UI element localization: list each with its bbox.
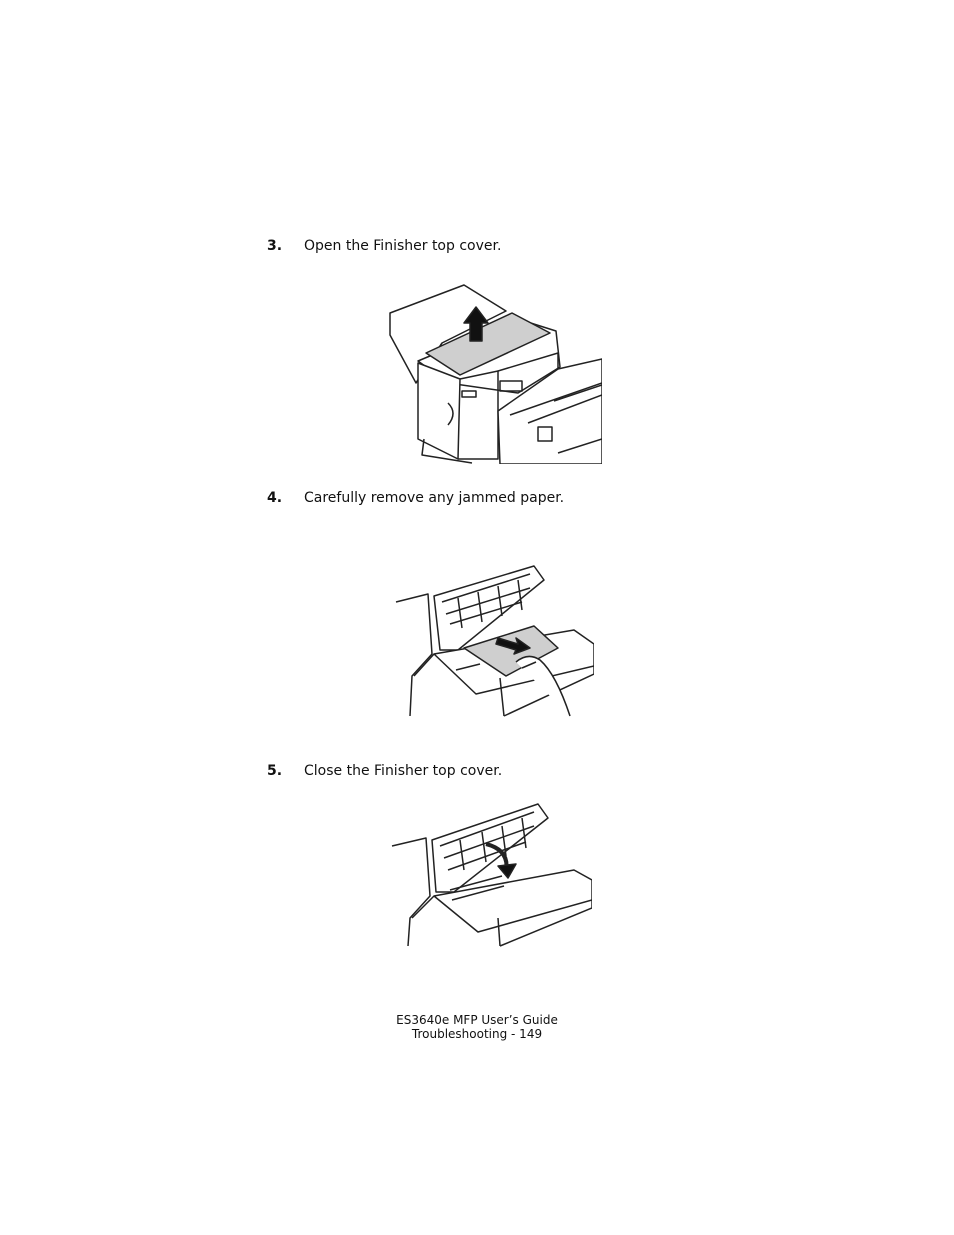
finisher-open-cover-illustration	[388, 283, 602, 464]
page-footer: ES3640e MFP User’s Guide Troubleshooting…	[377, 1013, 577, 1041]
footer-guide-title: ES3640e MFP User’s Guide	[396, 1013, 558, 1027]
step-number: 3.	[267, 238, 283, 254]
step-number: 4.	[267, 490, 283, 506]
footer-page-number: Troubleshooting - 149	[411, 1027, 543, 1041]
step-text: Carefully remove any jammed paper.	[304, 490, 565, 506]
step-number: 5.	[267, 763, 283, 779]
step-text: Close the Finisher top cover.	[304, 763, 503, 779]
finisher-close-cover-illustration	[390, 800, 592, 948]
remove-jammed-paper-illustration	[394, 558, 594, 718]
step-text: Open the Finisher top cover.	[304, 238, 502, 254]
